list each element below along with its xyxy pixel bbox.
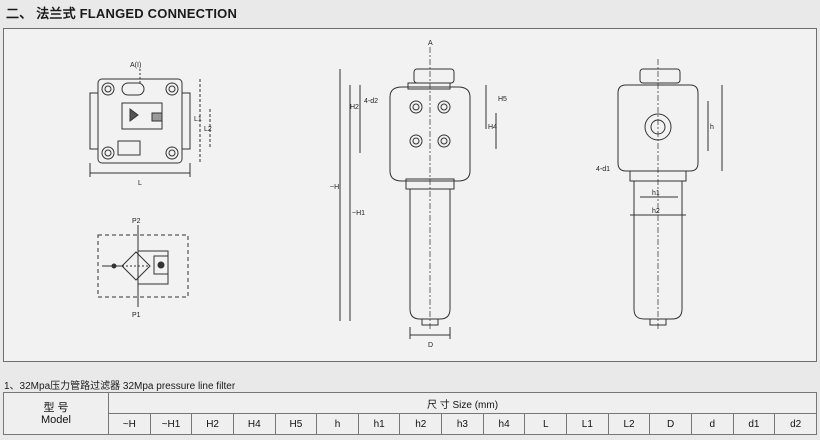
- flange-top-view: [89, 69, 211, 177]
- col-lower-h1: h1: [357, 413, 401, 435]
- label-h-front: h: [710, 124, 714, 131]
- label-l2: L2: [204, 126, 212, 133]
- col-lower-h: h: [316, 413, 359, 435]
- label-4-d1: 4-d1: [596, 166, 610, 173]
- drawing-labels: A(I) L L1 L2 P2 P1 A ~H ~H1 H2 H4 H5 4-d…: [130, 40, 714, 349]
- section-heading: 二、 法兰式 FLANGED CONNECTION: [6, 6, 238, 21]
- filter-side-view: [339, 47, 497, 339]
- hydraulic-symbol: [97, 225, 189, 307]
- table-caption: 1、32Mpa压力管路过滤器 32Mpa pressure line filte…: [4, 381, 236, 392]
- label-h1: ~H1: [352, 210, 365, 217]
- label-h2: H2: [350, 104, 359, 111]
- label-a-port: A(I): [130, 62, 141, 69]
- label-4-d2: 4-d2: [364, 98, 378, 105]
- label-l1: L1: [194, 116, 202, 123]
- col-l1: L1: [566, 413, 609, 435]
- col-lower-h4: h4: [482, 413, 526, 435]
- model-label-cn: 型 号: [43, 401, 69, 414]
- size-table-wrap: 型 号 Model 尺 寸 Size (mm) ~H ~H1 H2 H4 H5 …: [3, 392, 817, 440]
- col-d1: d1: [732, 413, 776, 435]
- model-label-en: Model: [41, 413, 71, 426]
- label-h1-front: h1: [652, 190, 660, 197]
- col-lower-h3: h3: [441, 413, 484, 435]
- size-table: 型 号 Model 尺 寸 Size (mm) ~H ~H1 H2 H4 H5 …: [3, 392, 817, 435]
- label-l: L: [138, 180, 142, 187]
- technical-drawing-panel: A(I) L L1 L2 P2 P1 A ~H ~H1 H2 H4 H5 4-d…: [3, 28, 817, 362]
- col-l2: L2: [607, 413, 651, 435]
- label-d: D: [428, 342, 433, 349]
- filter-front-view: [617, 59, 723, 329]
- technical-drawing: A(I) L L1 L2 P2 P1 A ~H ~H1 H2 H4 H5 4-d…: [89, 40, 723, 349]
- label-p1: P1: [132, 312, 141, 319]
- col-h4: H4: [232, 413, 276, 435]
- col-d2: d2: [774, 413, 817, 435]
- label-h2-front: h2: [652, 208, 660, 215]
- size-header: 尺 寸 Size (mm): [108, 392, 817, 414]
- label-h5: H5: [498, 96, 507, 103]
- label-p2: P2: [132, 218, 141, 225]
- col-h: ~H: [108, 413, 151, 435]
- label-h: ~H: [330, 184, 339, 191]
- col-d: d: [690, 413, 734, 435]
- col-h2: H2: [191, 413, 234, 435]
- col-h5: H5: [274, 413, 318, 435]
- col-h1: ~H1: [149, 413, 193, 435]
- label-h4: H4: [488, 124, 497, 131]
- column-header-row: ~H ~H1 H2 H4 H5 h h1 h2 h3 h4 L L1 L2 D …: [4, 413, 817, 435]
- label-a: A: [428, 40, 433, 47]
- col-l: L: [524, 413, 568, 435]
- col-lower-h2: h2: [399, 413, 443, 435]
- col-d-upper: D: [649, 413, 692, 435]
- model-header: 型 号 Model: [3, 392, 109, 435]
